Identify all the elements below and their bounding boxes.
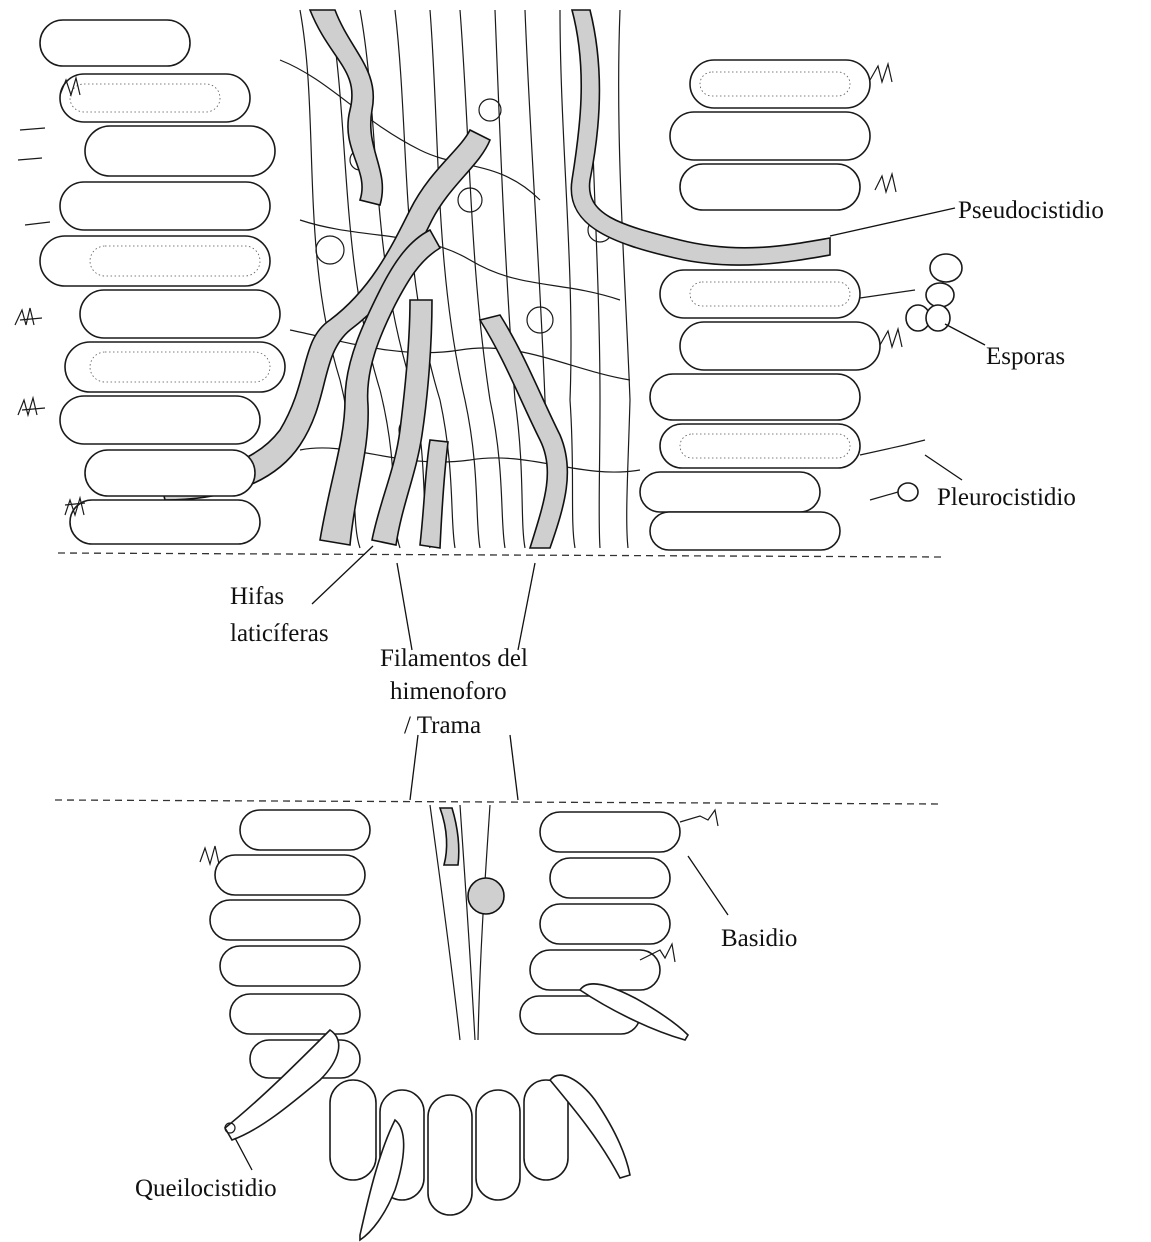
label-hifas-line2: laticíferas — [230, 620, 329, 647]
label-filamentos-line2: himenoforo — [390, 678, 507, 705]
basidio-leader — [688, 856, 728, 915]
label-pseudocistidio: Pseudocistidio — [958, 197, 1104, 224]
label-queilocistidio: Queilocistidio — [135, 1175, 277, 1202]
queilocistidio-leader — [235, 1138, 252, 1170]
right-hymenium — [640, 60, 962, 550]
filamentos-leader-right-lower — [510, 735, 518, 800]
upper-lamella-drawing — [15, 10, 962, 550]
filamentos-leader-right-upper — [518, 563, 535, 650]
label-pleurocistidio: Pleurocistidio — [937, 484, 1076, 511]
hifas-leader — [312, 546, 373, 604]
label-hifas-line1: Hifas — [230, 583, 284, 610]
label-filamentos-line1: Filamentos del — [380, 645, 528, 672]
lower-lamella-edge-drawing — [200, 805, 718, 1240]
filamentos-leader-left-upper — [397, 563, 412, 650]
label-filamentos-line3: / Trama — [404, 712, 481, 739]
label-basidio: Basidio — [721, 925, 797, 952]
upper-dashed-line — [58, 553, 942, 557]
pleurocistidio-leader — [925, 455, 962, 480]
left-hymenium — [15, 20, 285, 544]
esporas-leader — [945, 324, 985, 345]
filamentos-leader-left-lower — [410, 735, 418, 800]
label-esporas: Esporas — [986, 343, 1065, 370]
lower-dashed-line — [55, 800, 942, 804]
pseudocistidio-leader — [830, 208, 955, 236]
